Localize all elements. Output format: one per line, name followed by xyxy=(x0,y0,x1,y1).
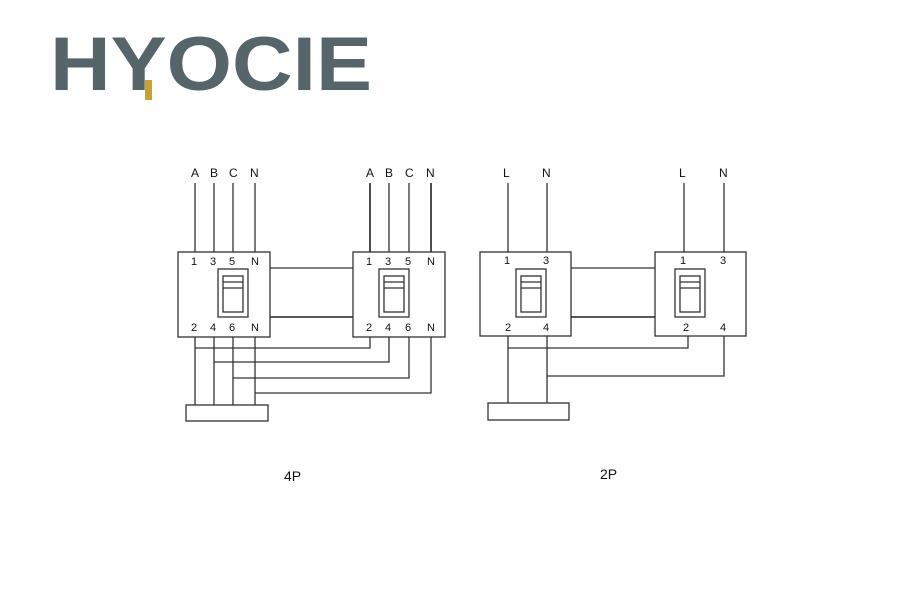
terminal-top-1: 1 xyxy=(366,256,372,268)
terminal-top-3: 3 xyxy=(210,256,216,268)
terminal-bottom-4: 4 xyxy=(543,322,549,334)
load-2p xyxy=(487,402,570,421)
phase-label-4p-right-c: C xyxy=(405,166,414,180)
parallel-line xyxy=(508,336,689,349)
phase-label-4p-right-a: A xyxy=(366,166,374,180)
diagram-4p: A B C N A B C N 1 3 5 N 2 4 6 N xyxy=(177,166,446,484)
phase-label-2p-left-l: L xyxy=(503,166,510,180)
terminal-bottom-2: 2 xyxy=(191,322,197,334)
terminal-bottom-2: 2 xyxy=(683,322,689,334)
terminal-bottom-2: 2 xyxy=(366,322,372,334)
caption-4p: 4P xyxy=(284,468,301,484)
breaker-4p-right-handle xyxy=(383,275,405,313)
terminal-bottom-4: 4 xyxy=(210,322,216,334)
phase-label-2p-right-n: N xyxy=(719,166,728,180)
parallel-line xyxy=(255,337,432,394)
terminal-bottom-4: 4 xyxy=(385,322,391,334)
breaker-2p-left-handle xyxy=(520,275,542,313)
terminal-bottom-6: 6 xyxy=(229,322,235,334)
terminal-top-n: N xyxy=(427,256,435,268)
terminal-bottom-6: 6 xyxy=(405,322,411,334)
terminal-bottom-n: N xyxy=(427,322,435,334)
caption-2p: 2P xyxy=(600,466,617,482)
breaker-4p-left-handle xyxy=(222,275,244,313)
load-4p xyxy=(185,404,269,422)
phase-label-4p-left-b: B xyxy=(210,166,218,180)
terminal-top-n: N xyxy=(251,256,259,268)
logo-accent-mark xyxy=(145,80,152,100)
parallel-line xyxy=(195,337,371,349)
terminal-bottom-n: N xyxy=(251,322,259,334)
phase-label-4p-left-n: N xyxy=(250,166,259,180)
phase-label-4p-left-c: C xyxy=(229,166,238,180)
diagram-2p: L N L N 1 3 2 4 1 3 2 4 xyxy=(479,166,747,482)
logo-text: HYOCIE xyxy=(50,22,372,107)
breaker-2p-right-handle xyxy=(679,275,701,313)
phase-label-2p-right-l: L xyxy=(679,166,686,180)
terminal-bottom-2: 2 xyxy=(505,322,511,334)
terminal-bottom-4: 4 xyxy=(720,322,726,334)
terminal-top-5: 5 xyxy=(405,256,411,268)
hyocie-logo: HYOCIE xyxy=(50,22,372,107)
breaker-2p-right xyxy=(654,251,747,337)
terminal-top-5: 5 xyxy=(229,256,235,268)
terminal-top-1: 1 xyxy=(680,255,686,267)
parallel-line xyxy=(214,337,390,363)
phase-label-4p-right-n: N xyxy=(426,166,435,180)
terminal-top-3: 3 xyxy=(385,256,391,268)
terminal-top-3: 3 xyxy=(543,255,549,267)
terminal-top-1: 1 xyxy=(504,255,510,267)
phase-label-4p-right-b: B xyxy=(385,166,393,180)
terminal-top-3: 3 xyxy=(720,255,726,267)
parallel-line xyxy=(547,336,725,377)
terminal-top-1: 1 xyxy=(191,256,197,268)
phase-label-2p-left-n: N xyxy=(542,166,551,180)
parallel-line xyxy=(233,337,410,379)
phase-label-4p-left-a: A xyxy=(191,166,199,180)
